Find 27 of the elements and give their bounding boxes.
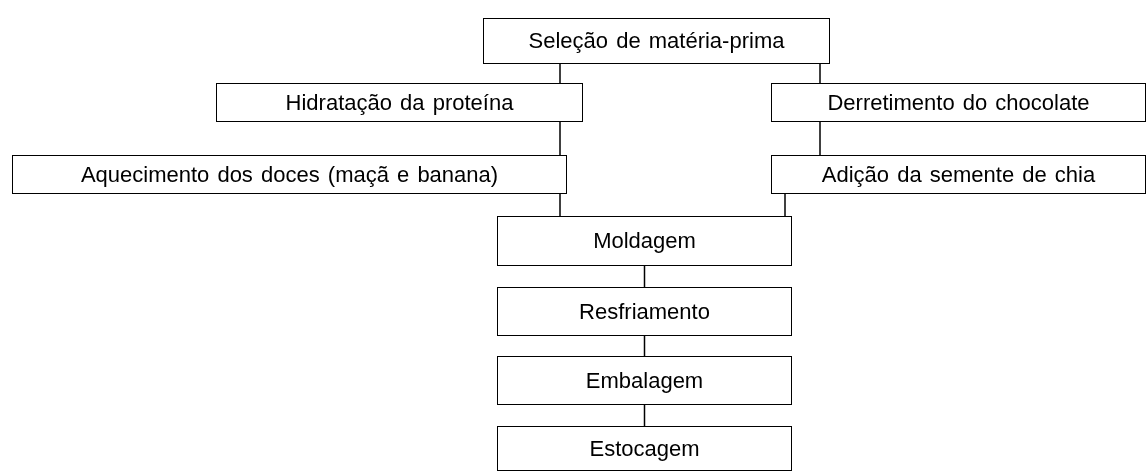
step-label: Embalagem (585, 367, 704, 394)
connector-line (819, 121, 821, 156)
connector-line (559, 63, 561, 84)
connector-line (819, 63, 821, 84)
step-label: Moldagem (593, 228, 696, 254)
step-label: Seleção de matéria-prima (528, 28, 785, 54)
process-box (216, 83, 583, 122)
connector-line (643, 335, 646, 357)
process-box (771, 155, 1146, 194)
connector-line (559, 193, 561, 217)
step-label: Estocagem (589, 435, 700, 462)
step-label: Adição da semente de chia (821, 161, 1096, 188)
process-box (12, 155, 567, 194)
step-label: Aquecimento dos doces (maçã e banana) (80, 161, 499, 188)
process-box (771, 83, 1146, 122)
process-box (483, 18, 830, 64)
process-box (497, 426, 792, 471)
step-label: Derretimento do chocolate (827, 89, 1090, 116)
process-box (497, 287, 792, 336)
connector-line (643, 265, 646, 288)
step-label: Hidratação da proteína (285, 89, 514, 116)
connector-line (643, 404, 646, 427)
connector-line (559, 121, 561, 156)
process-box (497, 216, 792, 266)
process-box (497, 356, 792, 405)
step-label: Resfriamento (579, 298, 710, 325)
connector-line (784, 193, 786, 217)
